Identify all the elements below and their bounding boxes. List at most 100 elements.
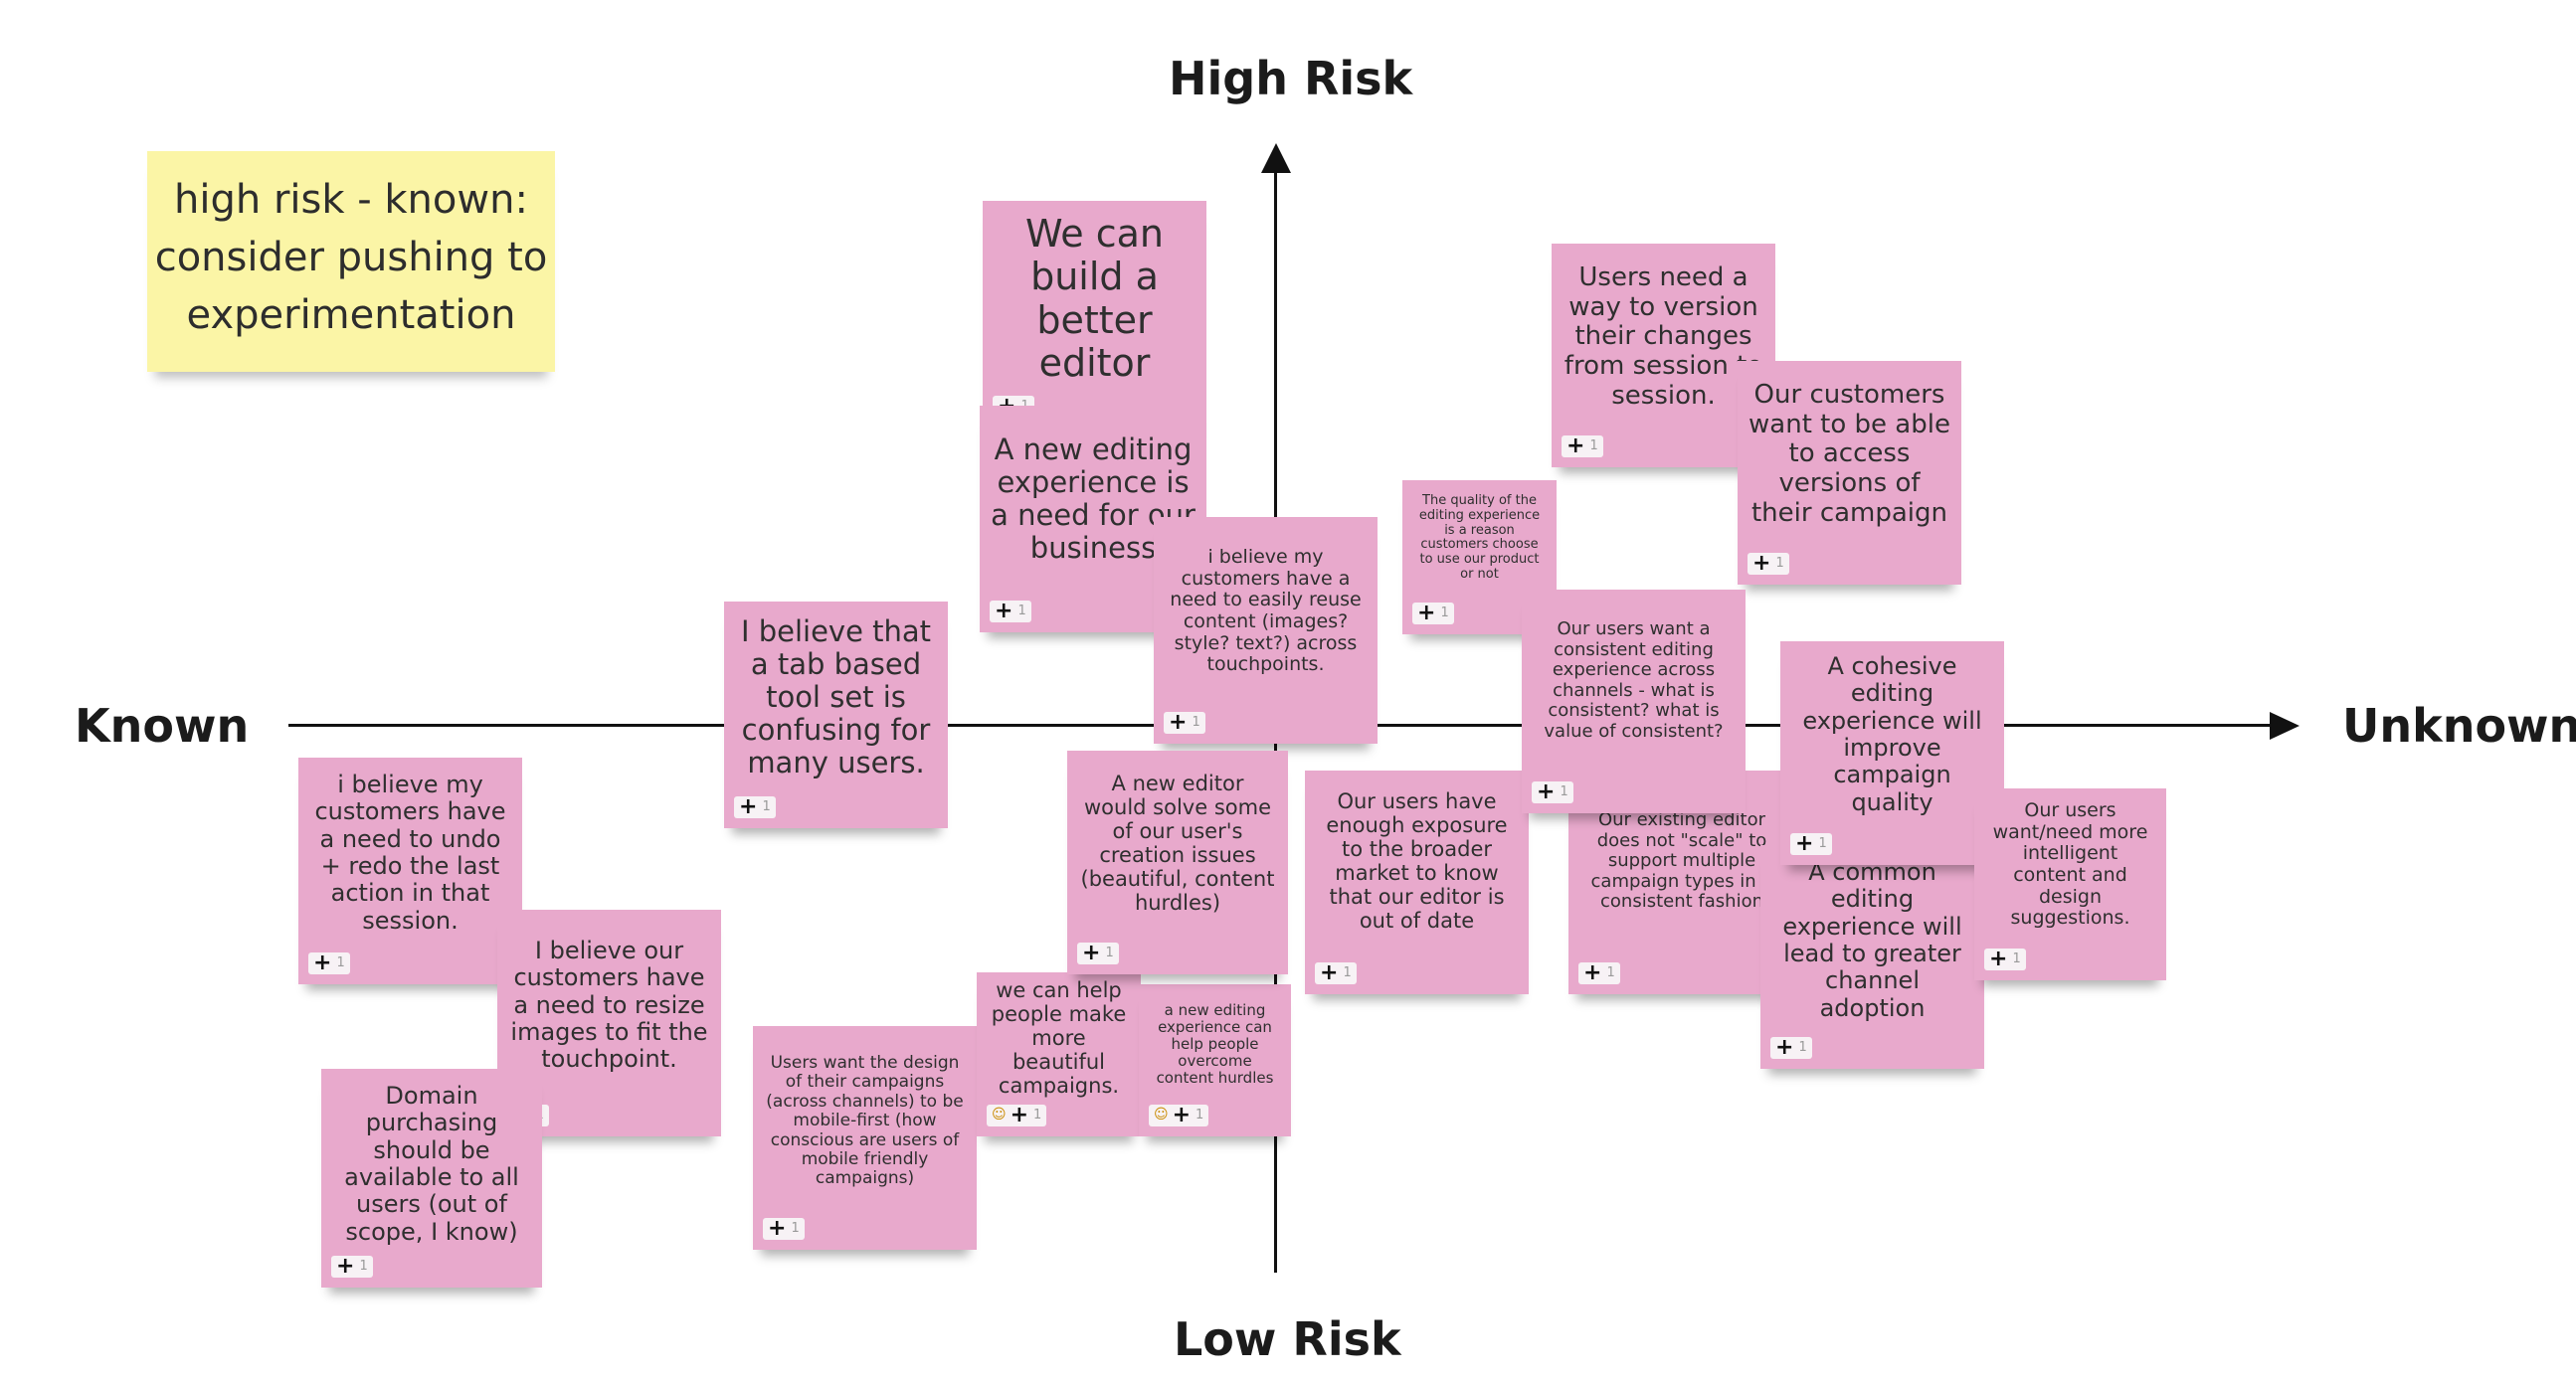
plus-icon: + [1320, 960, 1339, 985]
axis-label-low-risk: Low Risk [1174, 1312, 1401, 1366]
vote-button[interactable]: +1 [734, 796, 776, 818]
note-text: The quality of the editing experience is… [1418, 493, 1541, 583]
vote-button[interactable]: +1 [1412, 603, 1454, 624]
sticky-note[interactable]: We can build a better editor +1 [983, 201, 1206, 428]
note-text: I believe our customers have a need to r… [510, 937, 708, 1074]
vote-count: 1 [1196, 1107, 1204, 1123]
plus-icon: + [1752, 551, 1771, 576]
plus-icon: + [1583, 960, 1602, 985]
sticky-note[interactable]: i believe my customers have a need to ea… [1154, 517, 1378, 744]
sticky-note[interactable]: A new editing experience is a need for o… [980, 406, 1206, 632]
vote-count: 1 [1343, 964, 1352, 980]
vote-count: 1 [336, 954, 345, 970]
vote-button[interactable]: +1 [1578, 962, 1620, 984]
plus-icon: + [768, 1216, 787, 1241]
plus-icon: + [995, 599, 1013, 623]
note-text: Users want the design of their campaigns… [766, 1053, 964, 1189]
vote-count: 1 [1033, 1107, 1042, 1123]
vote-count: 1 [1017, 603, 1026, 618]
vote-button[interactable]: +1 [990, 601, 1031, 622]
vote-button[interactable]: +1 [1770, 1037, 1812, 1059]
sticky-note[interactable]: a new editing experience can help people… [1139, 984, 1291, 1136]
vote-count: 1 [1798, 1039, 1807, 1055]
note-text: Our users want a consistent editing expe… [1544, 618, 1724, 742]
vote-button[interactable]: +1 [1077, 943, 1119, 964]
vote-count: 1 [359, 1258, 368, 1274]
plus-icon: + [1989, 947, 2008, 971]
sticky-note[interactable]: i believe my customers have a need to un… [298, 758, 522, 984]
note-text: Domain purchasing should be available to… [344, 1082, 519, 1246]
note-text: Our existing editor does not "scale" to … [1590, 809, 1773, 913]
vote-button[interactable]: +1 [1315, 962, 1357, 984]
plus-icon: + [1082, 941, 1101, 965]
x-axis-arrow-icon [2270, 712, 2300, 740]
sticky-note[interactable]: I believe our customers have a need to r… [497, 910, 721, 1136]
note-text: A new editor would solve some of our use… [1080, 772, 1275, 915]
note-text: a new editing experience can help people… [1156, 1001, 1274, 1088]
plus-icon: + [1010, 1103, 1029, 1127]
note-text: Our users have enough exposure to the br… [1326, 789, 1508, 933]
sticky-note[interactable]: I believe that a tab based tool set is c… [724, 602, 948, 828]
plus-icon: + [1795, 831, 1814, 856]
plus-icon: + [1775, 1035, 1794, 1060]
sticky-note[interactable]: Our customers want to be able to access … [1738, 361, 1961, 585]
vote-button[interactable]: +1 [1562, 435, 1603, 457]
note-text: I believe that a tab based tool set is c… [740, 614, 932, 780]
note-text: A cohesive editing experience will impro… [1802, 652, 1982, 816]
note-text: We can build a better editor [1024, 212, 1165, 385]
vote-count: 1 [1560, 783, 1568, 799]
sticky-note[interactable]: Our users want a consistent editing expe… [1522, 590, 1746, 813]
vote-button[interactable]: ☺+1 [1149, 1103, 1209, 1127]
vote-count: 1 [1105, 945, 1114, 960]
vote-button[interactable]: +1 [1532, 781, 1573, 803]
vote-button[interactable]: ☺+1 [987, 1103, 1047, 1127]
axis-label-unknown: Unknown [2342, 699, 2576, 753]
plus-icon: + [1169, 710, 1188, 735]
vote-button[interactable]: +1 [1790, 833, 1832, 855]
plus-icon: + [336, 1254, 355, 1279]
sticky-note[interactable]: we can help people make more beautiful c… [977, 972, 1141, 1136]
sticky-note[interactable]: Our users have enough exposure to the br… [1305, 771, 1529, 994]
vote-count: 1 [1589, 437, 1598, 453]
sticky-note[interactable]: Our users want/need more intelligent con… [1974, 788, 2166, 980]
vote-count: 1 [1818, 835, 1827, 851]
plus-icon: + [739, 794, 758, 819]
vote-button[interactable]: +1 [1164, 712, 1205, 734]
vote-count: 1 [791, 1220, 800, 1236]
note-text: i believe my customers have a need to un… [314, 771, 506, 935]
plus-icon: + [1172, 1103, 1192, 1127]
sticky-note[interactable]: Users want the design of their campaigns… [753, 1026, 977, 1250]
vote-button[interactable]: +1 [1748, 553, 1789, 575]
vote-count: 1 [1440, 605, 1449, 620]
vote-button[interactable]: +1 [763, 1218, 805, 1240]
vote-count: 1 [762, 798, 771, 814]
sticky-note[interactable]: A new editor would solve some of our use… [1067, 751, 1288, 974]
vote-button[interactable]: +1 [308, 952, 350, 974]
note-text: we can help people make more beautiful c… [991, 978, 1127, 1098]
vote-count: 1 [1775, 555, 1784, 571]
plus-icon: + [1566, 433, 1585, 458]
note-text: Our customers want to be able to access … [1748, 380, 1950, 528]
sticky-note[interactable]: A common editing experience will lead to… [1760, 845, 1984, 1069]
note-text: i believe my customers have a need to ea… [1170, 546, 1362, 676]
plus-icon: + [313, 950, 332, 975]
note-text: A new editing experience is a need for o… [991, 432, 1196, 566]
vote-count: 1 [1192, 714, 1200, 730]
axis-label-known: Known [75, 699, 250, 753]
vote-button[interactable]: +1 [331, 1256, 373, 1278]
vote-count: 1 [1606, 964, 1615, 980]
vote-button[interactable]: +1 [1984, 949, 2026, 970]
sticky-note[interactable]: Domain purchasing should be available to… [321, 1069, 542, 1288]
note-text: Users need a way to version their change… [1564, 262, 1763, 411]
plus-icon: + [1537, 779, 1556, 804]
sticky-note[interactable]: A cohesive editing experience will impro… [1780, 641, 2004, 865]
emoji-reaction-icon[interactable]: ☺ [992, 1107, 1007, 1123]
vote-count: 1 [2012, 950, 2021, 966]
legend-sticky-note[interactable]: high risk - known: consider pushing to e… [147, 151, 555, 372]
axis-label-high-risk: High Risk [1169, 52, 1413, 105]
note-text: Our users want/need more intelligent con… [1992, 799, 2148, 930]
note-text: A common editing experience will lead to… [1782, 858, 1962, 1022]
y-axis-arrow-icon [1261, 143, 1291, 173]
plus-icon: + [1417, 601, 1436, 625]
emoji-reaction-icon[interactable]: ☺ [1154, 1107, 1169, 1123]
